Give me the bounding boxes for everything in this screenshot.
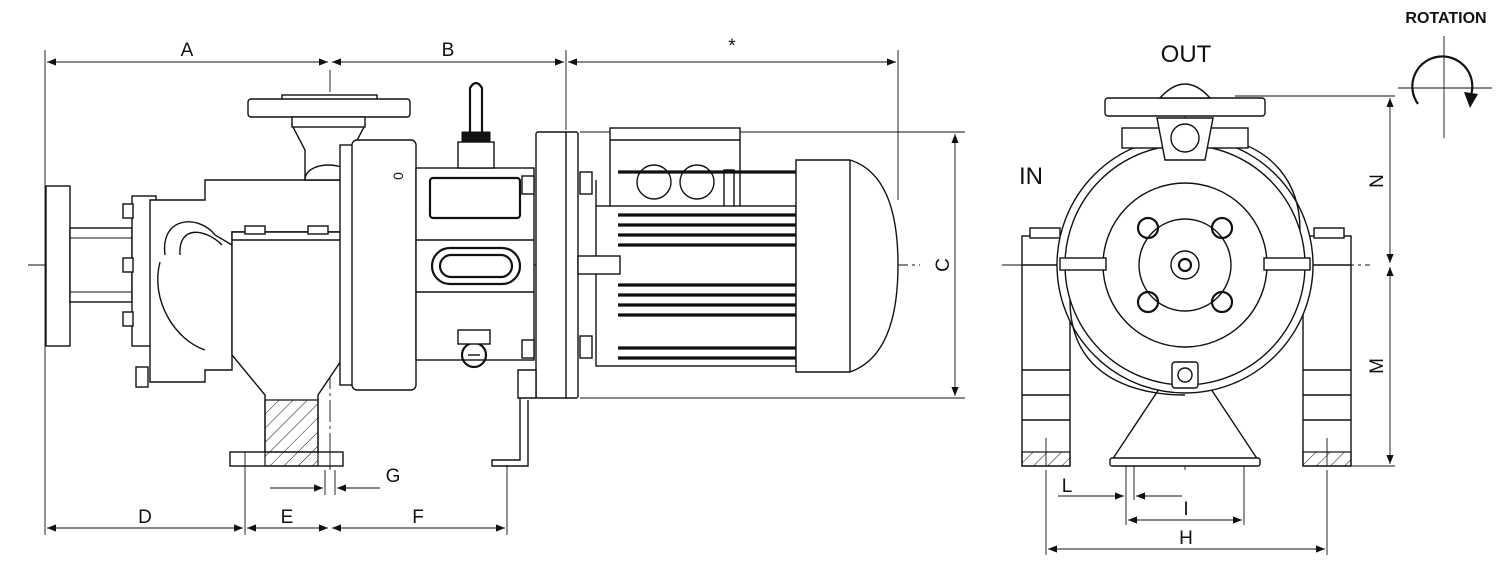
outlet-flange xyxy=(247,98,411,118)
right-tab xyxy=(1263,257,1311,271)
cover-bolt-hole xyxy=(1210,216,1234,240)
lifting-eye-base xyxy=(457,141,495,169)
bolt xyxy=(122,257,134,273)
front-outlet-flange xyxy=(1104,97,1266,117)
motor-flange xyxy=(535,131,579,399)
dimension-b-label: B xyxy=(442,40,455,61)
dimension-e-label: E xyxy=(281,507,294,528)
lantern-housing xyxy=(415,167,535,361)
support-bracket xyxy=(491,398,529,467)
dimension-c-label: C xyxy=(933,258,954,272)
bolt xyxy=(122,311,134,327)
front-view: N M L I H OUT IN ROTATION xyxy=(1002,10,1492,555)
bolt xyxy=(521,339,535,359)
cover-bolt-hole xyxy=(1136,290,1160,314)
bearing-cover-flange xyxy=(351,139,417,391)
cover-bolt-hole xyxy=(1136,216,1160,240)
bolt xyxy=(307,225,329,235)
bolt xyxy=(122,203,134,219)
cover-bolt-hole xyxy=(1210,290,1234,314)
impeller-cover xyxy=(1102,182,1268,348)
bolt xyxy=(521,175,535,195)
cable-gland xyxy=(679,164,715,200)
shaft-center xyxy=(1177,257,1193,273)
dimension-l-label: L xyxy=(1062,476,1073,497)
bolt xyxy=(135,366,149,388)
outlet-port xyxy=(1170,123,1200,153)
lantern-window-top xyxy=(428,176,522,220)
bolt xyxy=(579,171,593,195)
dimension-a-label: A xyxy=(181,40,194,61)
foot-section-hatch xyxy=(264,399,319,456)
lantern-slot xyxy=(430,246,522,286)
inlet-flange xyxy=(45,185,71,347)
svg-text:0: 0 xyxy=(390,172,406,180)
inlet-pipe xyxy=(69,227,133,303)
motor-cooling-fins xyxy=(618,170,796,360)
dimension-n-label: N xyxy=(1367,174,1388,188)
fan-cover xyxy=(795,159,899,373)
dimension-m-label: M xyxy=(1367,358,1388,374)
dimension-d-label: D xyxy=(138,507,152,528)
dimension-star-label: * xyxy=(728,36,736,57)
lifting-eye xyxy=(468,81,484,145)
bolt xyxy=(579,335,593,359)
dimension-g-label: G xyxy=(386,466,401,487)
cable-gland xyxy=(636,164,672,200)
rotation-label: ROTATION xyxy=(1405,10,1486,27)
dimension-i-label: I xyxy=(1183,499,1188,520)
drain-nut xyxy=(1171,361,1199,389)
clockwise-arrow-icon xyxy=(1398,36,1492,138)
in-label: IN xyxy=(1019,163,1043,190)
volute-inner xyxy=(163,221,233,256)
front-outlet-neck xyxy=(1156,117,1214,161)
outlet-collar xyxy=(291,116,366,128)
dimension-f-label: F xyxy=(412,507,424,528)
bolt xyxy=(244,225,266,235)
left-tab xyxy=(1059,257,1107,271)
foot-plate xyxy=(1109,457,1261,467)
dimension-h-label: H xyxy=(1179,528,1193,549)
motor-shaft xyxy=(577,255,621,275)
bolt xyxy=(1029,227,1061,239)
out-label: OUT xyxy=(1161,41,1212,68)
bolt xyxy=(1313,227,1345,239)
side-view: 0 xyxy=(28,36,965,535)
